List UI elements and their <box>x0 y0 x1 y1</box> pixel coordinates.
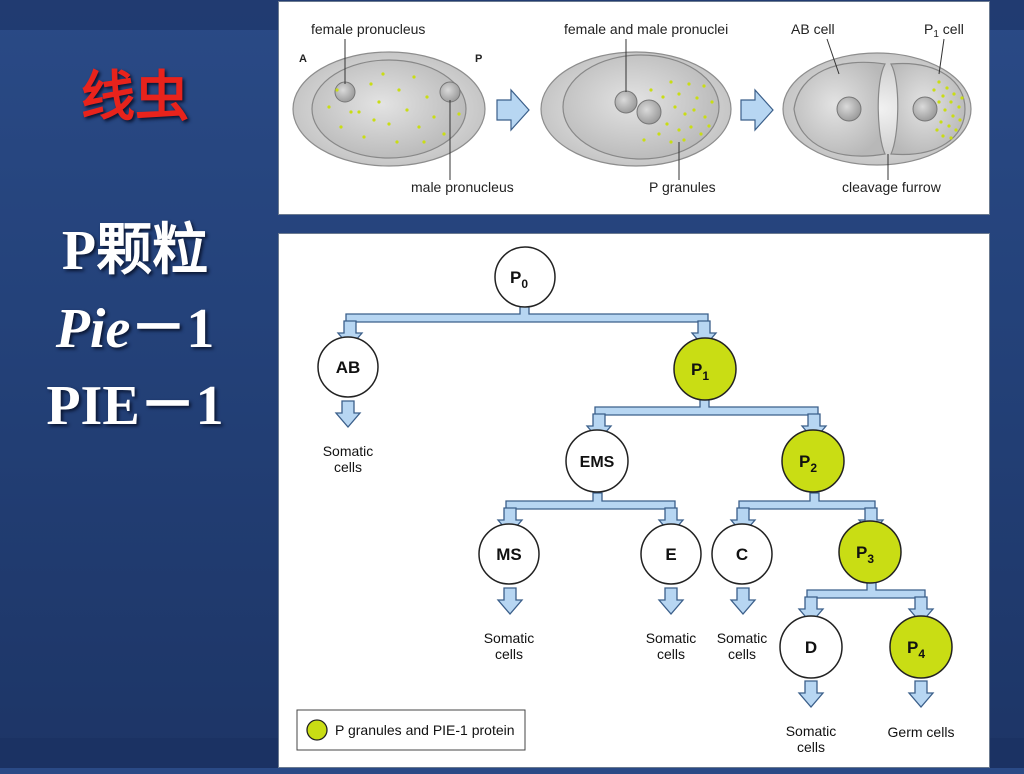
legend-label: P granules and PIE-1 protein <box>335 722 515 738</box>
cell-lineage-svg: P0 AB P1 EMS P2 MS E C P3 D P4 Somat <box>296 246 955 755</box>
female-pronucleus-2 <box>614 90 638 114</box>
svg-text:P3: P3 <box>856 543 874 566</box>
label-p1-cell: P1 cell <box>924 21 964 40</box>
embryo-stages-svg: female pronucleus A P male pronucleus fe… <box>292 21 972 195</box>
cell-p2: P2 <box>781 429 845 493</box>
stage-arrow-2 <box>740 88 774 132</box>
label-posterior: P <box>475 53 482 65</box>
slide-line-pie1-protein: PIE－1 <box>46 375 224 437</box>
cell-e: E <box>640 523 702 585</box>
p1-nucleus <box>912 96 938 122</box>
label-anterior: A <box>299 53 307 65</box>
pie-gene-italic: Pie <box>55 298 131 360</box>
embryo-stage-1: female pronucleus A P male pronucleus <box>292 21 514 195</box>
embryo-stage-3: AB cell P1 cell cleavage furrow <box>782 21 972 195</box>
svg-text:E: E <box>665 545 676 564</box>
legend-swatch <box>306 719 328 741</box>
svg-text:P2: P2 <box>799 452 817 475</box>
pie-gene-suffix: －1 <box>130 298 215 360</box>
label-female-male-pronuclei: female and male pronuclei <box>564 21 728 37</box>
svg-text:MS: MS <box>496 545 522 564</box>
stage-arrow-1 <box>496 88 530 132</box>
slide-line-pie1-gene: Pie－1 <box>0 283 270 364</box>
svg-text:P4: P4 <box>907 638 925 661</box>
p-granules-p1 <box>932 80 964 140</box>
embryo-stages-figure: female pronucleus A P male pronucleus fe… <box>278 1 990 215</box>
svg-text:AB: AB <box>336 358 361 377</box>
label-p-granules: P granules <box>649 179 716 195</box>
cell-c: C <box>711 523 773 585</box>
label-female-pronucleus: female pronucleus <box>311 21 425 37</box>
male-pronucleus-2 <box>636 99 662 125</box>
legend: P granules and PIE-1 protein <box>296 709 526 751</box>
fate-p4-germ: Germ cells <box>888 724 955 740</box>
svg-text:EMS: EMS <box>580 454 615 471</box>
ab-nucleus <box>836 96 862 122</box>
svg-text:D: D <box>805 638 817 657</box>
cell-ms: MS <box>478 523 540 585</box>
p-granules-posterior <box>642 80 714 144</box>
svg-text:C: C <box>736 545 748 564</box>
lineage-arrows <box>335 320 934 708</box>
cell-p1: P1 <box>673 337 737 401</box>
cell-ab: AB <box>317 336 379 398</box>
label-ab-cell: AB cell <box>791 21 835 37</box>
svg-text:P0: P0 <box>510 268 528 291</box>
slide-line-p-granules: P颗粒 <box>61 220 209 282</box>
embryo-stage-2: female and male pronuclei P granules <box>540 21 732 195</box>
male-pronucleus <box>439 81 461 103</box>
lineage-connectors <box>345 305 926 601</box>
cell-d: D <box>779 615 843 679</box>
p-granules-scattered <box>327 72 461 144</box>
cell-p3: P3 <box>838 520 902 584</box>
svg-text:P1: P1 <box>691 360 709 383</box>
female-pronucleus <box>334 81 356 103</box>
label-male-pronucleus: male pronucleus <box>411 179 514 195</box>
cell-p4: P4 <box>889 615 953 679</box>
slide-title: 线虫 <box>81 67 189 127</box>
cell-lineage-figure: P0 AB P1 EMS P2 MS E C P3 D P4 Somat <box>278 233 990 768</box>
label-cleavage-furrow: cleavage furrow <box>842 179 942 195</box>
cell-p0: P0 <box>494 246 556 308</box>
cell-ems: EMS <box>565 429 629 493</box>
